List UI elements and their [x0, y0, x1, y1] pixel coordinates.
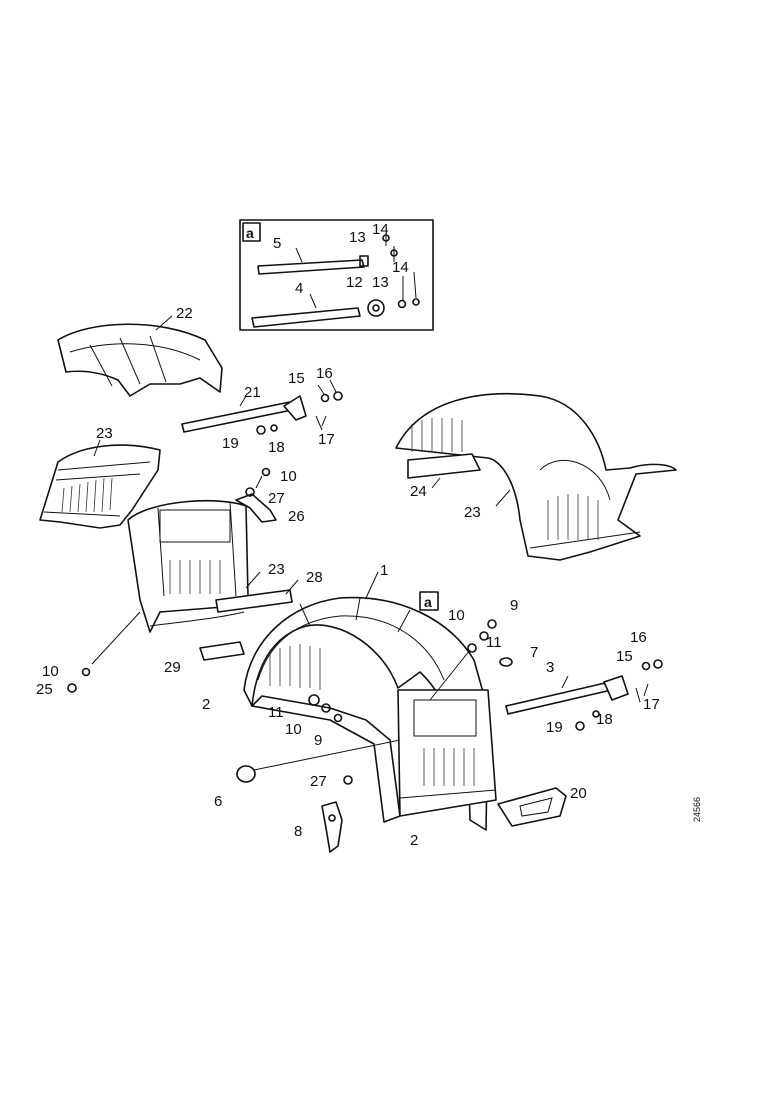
callout-15-upper: 15	[288, 370, 305, 387]
callout-18-lower: 18	[596, 711, 613, 728]
panel-part-23-upper	[39, 439, 161, 529]
callout-28: 28	[306, 569, 323, 586]
bolt-assembly-middle	[308, 694, 343, 723]
fender-part-1	[243, 571, 497, 831]
callout-11-upper-right: 11	[486, 634, 502, 651]
bolt-assembly-upper-right	[429, 619, 513, 701]
rod-part-3	[505, 659, 663, 731]
callout-16-upper: 16	[316, 365, 333, 382]
callout-27-upper: 27	[268, 490, 285, 507]
callout-8: 8	[294, 823, 302, 840]
callout-10-upper-right: 10	[448, 607, 465, 624]
drawing-reference: 24566	[692, 797, 702, 822]
callout-22: 22	[176, 305, 193, 322]
fender-part-23-right	[395, 392, 677, 561]
callout-29: 29	[164, 659, 181, 676]
callout-27-lower: 27	[310, 773, 327, 790]
callout-15-lower: 15	[616, 648, 633, 665]
callout-9-middle: 9	[314, 732, 322, 749]
callout-10-left: 10	[42, 663, 59, 680]
callout-10-upper: 10	[280, 468, 297, 485]
callout-2-lower: 2	[410, 832, 418, 849]
lamp-part-20	[497, 787, 567, 827]
callout-13-upper: 13	[349, 229, 366, 246]
callout-24: 24	[410, 483, 427, 500]
cover-part-22	[57, 315, 223, 397]
callout-14-upper: 14	[372, 221, 389, 238]
callout-19-lower: 19	[546, 719, 563, 736]
callout-6: 6	[214, 793, 222, 810]
bracket-part-26	[235, 467, 277, 523]
callout-19-upper: 19	[222, 435, 239, 452]
inset-marker-label: a	[424, 594, 432, 610]
callout-16-lower: 16	[630, 629, 647, 646]
bracket-part-8	[321, 775, 353, 853]
callout-10-middle: 10	[285, 721, 302, 738]
callout-3: 3	[546, 659, 554, 676]
callout-23-upper: 23	[96, 425, 113, 442]
callout-12: 12	[346, 274, 363, 291]
callout-25: 25	[36, 681, 53, 698]
callout-7: 7	[530, 644, 538, 661]
callout-17-upper: 17	[318, 431, 335, 448]
inset-marker-a: a	[419, 591, 439, 611]
callouts: 5 13 14 14 12 13 4 22 21 15 16 23 19 18 …	[36, 221, 660, 849]
callout-4: 4	[295, 280, 303, 297]
callout-14-lower: 14	[392, 259, 409, 276]
callout-17-lower: 17	[643, 696, 660, 713]
callout-20: 20	[570, 785, 587, 802]
rod-part-5	[257, 255, 369, 275]
callout-26: 26	[288, 508, 305, 525]
callout-13-lower: 13	[372, 274, 389, 291]
bolt-assembly-left	[67, 611, 141, 693]
cap-part-6	[236, 739, 401, 783]
bracket-part-29	[199, 641, 245, 661]
detail-box-a: a	[239, 219, 434, 331]
rod-part-4	[251, 299, 385, 328]
callout-1: 1	[380, 562, 388, 579]
callout-2-left: 2	[202, 696, 210, 713]
callout-9-upper-right: 9	[510, 597, 518, 614]
mudflap-part-23-middle	[127, 499, 299, 633]
callout-21: 21	[244, 384, 261, 401]
callout-11-middle: 11	[268, 704, 284, 721]
detail-box-marker: a	[246, 225, 254, 241]
callout-23-right: 23	[464, 504, 481, 521]
callout-23-middle: 23	[268, 561, 285, 578]
rod-part-21	[181, 379, 343, 435]
callout-18-upper: 18	[268, 439, 285, 456]
callout-5: 5	[273, 235, 281, 252]
